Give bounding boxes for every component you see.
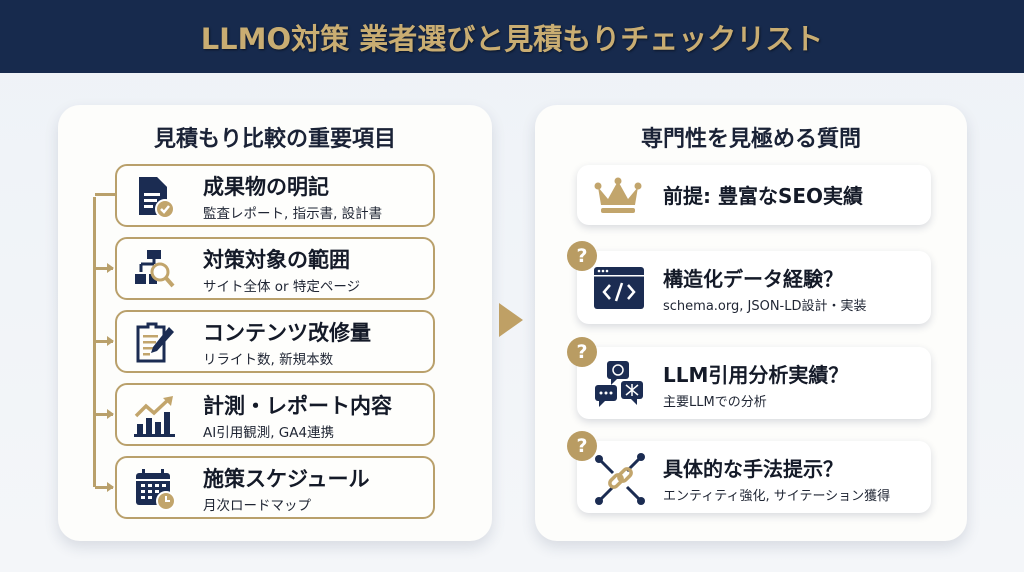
checklist-item-measurement: 計測・レポート内容 AI引用観測, GA4連携: [95, 383, 435, 446]
question-subtitle: schema.org, JSON-LD設計・実装: [663, 299, 867, 314]
checklist-item-content-volume: コンテンツ改修量 リライト数, 新規本数: [95, 310, 435, 373]
connector-stub: [95, 193, 115, 196]
sitemap-search-icon: [133, 248, 177, 292]
crown-icon: [593, 177, 643, 219]
growth-chart-icon: [133, 394, 177, 438]
question-card-llm-citation: ? LLM引用分析実績？ 主要LLMでの分析: [567, 337, 931, 419]
page-title: LLMO対策 業者選びと見積もりチェックリスト: [200, 21, 824, 56]
item-subtitle: 監査レポート, 指示書, 設計書: [203, 206, 383, 222]
item-subtitle: 月次ロードマップ: [203, 498, 311, 514]
question-subtitle: エンティティ強化, サイテーション獲得: [663, 489, 891, 504]
document-edit-icon: [133, 321, 177, 365]
question-title: 構造化データ経験？: [663, 267, 843, 291]
panel-title: 見積もり比較の重要項目: [153, 127, 396, 152]
question-title: 前提: 豊富なSEO実績: [663, 184, 864, 208]
arrow-icon: [95, 336, 114, 345]
item-title: 計測・レポート内容: [203, 394, 392, 418]
question-card-seo-track-record: 前提: 豊富なSEO実績: [577, 165, 931, 225]
code-window-icon: [593, 265, 645, 315]
item-title: 成果物の明記: [203, 175, 329, 199]
connector-line: [93, 197, 96, 487]
arrow-icon: [95, 482, 114, 491]
estimate-comparison-panel: 見積もり比較の重要項目 成果物の明記 監査レポート, 指示書, 設計書: [58, 105, 492, 541]
arrow-icon: [95, 263, 114, 272]
calendar-clock-icon: [133, 467, 177, 511]
checklist-item-deliverables: 成果物の明記 監査レポート, 指示書, 設計書: [95, 164, 435, 227]
flow-arrow-icon: [499, 303, 523, 337]
chat-bubbles-icon: [593, 359, 647, 415]
expertise-questions-panel: 専門性を見極める質問 前提: 豊富なSEO実績 ? 構造化データ経験？ sche…: [535, 105, 967, 541]
question-badge-icon: ?: [567, 337, 597, 367]
document-check-icon: [133, 175, 177, 219]
arrow-icon: [95, 409, 114, 418]
link-network-icon: [593, 451, 647, 511]
question-badge-icon: ?: [567, 431, 597, 461]
checklist-item-schedule: 施策スケジュール 月次ロードマップ: [95, 456, 435, 519]
header-banner: LLMO対策 業者選びと見積もりチェックリスト: [0, 0, 1024, 73]
question-card-concrete-methods: ? 具体的な手法提示？ エンティティ強化, サイテーション獲得: [567, 431, 931, 513]
question-card-structured-data: ? 構造化データ経験？ schema.org, JSON-LD設計・実装: [567, 241, 931, 324]
question-badge-icon: ?: [567, 241, 597, 271]
panel-title: 専門性を見極める質問: [640, 127, 861, 152]
checklist-item-scope: 対策対象の範囲 サイト全体 or 特定ページ: [95, 237, 435, 300]
question-subtitle: 主要LLMでの分析: [663, 395, 767, 410]
item-subtitle: AI引用観測, GA4連携: [203, 425, 335, 441]
item-title: 対策対象の範囲: [203, 248, 350, 272]
item-subtitle: リライト数, 新規本数: [203, 352, 334, 368]
question-title: 具体的な手法提示？: [663, 457, 843, 481]
item-title: 施策スケジュール: [203, 467, 370, 491]
item-subtitle: サイト全体 or 特定ページ: [203, 279, 361, 295]
question-title: LLM引用分析実績？: [663, 363, 849, 387]
item-title: コンテンツ改修量: [203, 321, 371, 345]
